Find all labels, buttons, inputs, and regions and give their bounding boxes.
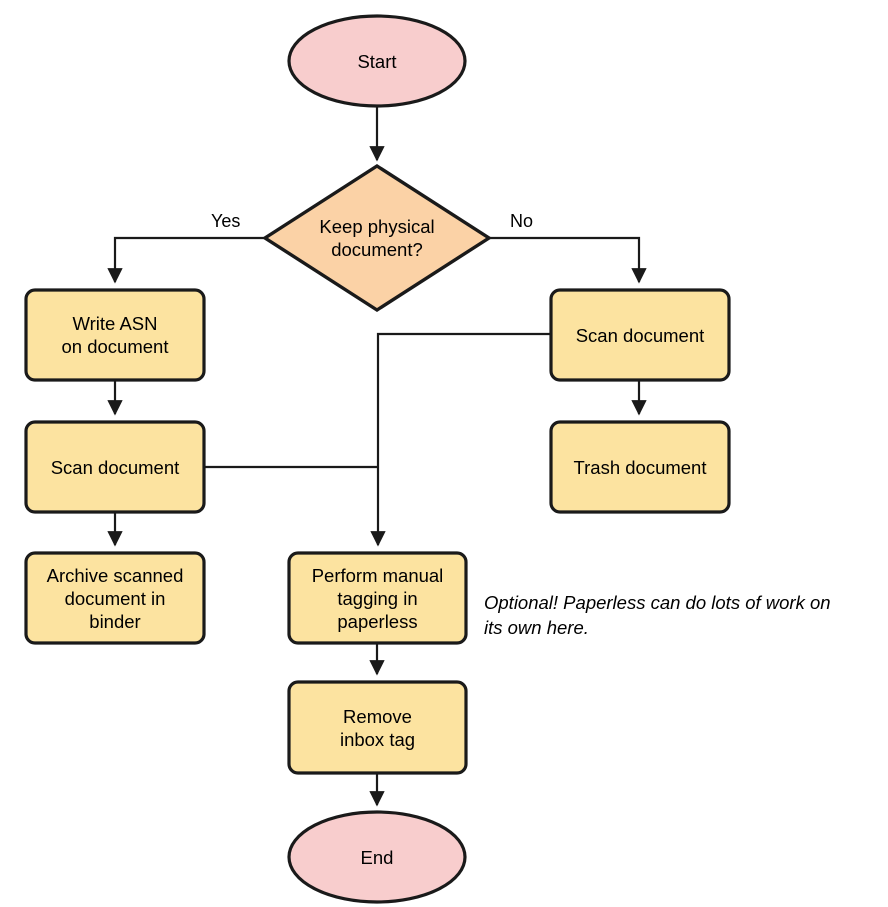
annotation-optional-note: Optional! Paperless can do lots of work … [484, 592, 831, 638]
edge-label-yes: Yes [211, 211, 241, 231]
node-remove-tag-shape[interactable] [287, 680, 468, 775]
node-scan-right-shape[interactable] [549, 288, 731, 382]
node-decision-shape[interactable] [261, 163, 493, 313]
edge-label-no: No [510, 211, 534, 231]
connector-layer [107, 107, 647, 807]
node-write-asn-shape[interactable] [24, 288, 206, 382]
node-start-shape[interactable] [287, 14, 467, 108]
node-scan-left-shape[interactable] [24, 420, 206, 514]
node-end-shape[interactable] [287, 810, 467, 904]
edge-scan-right-to-tagging [370, 332, 551, 547]
node-archive-shape[interactable] [24, 551, 206, 645]
edge-decision-no-to-scan-right [489, 236, 647, 284]
node-tagging-shape[interactable] [287, 551, 468, 645]
edge-decision-yes-to-write-asn [107, 236, 265, 284]
node-trash-shape[interactable] [549, 420, 731, 514]
